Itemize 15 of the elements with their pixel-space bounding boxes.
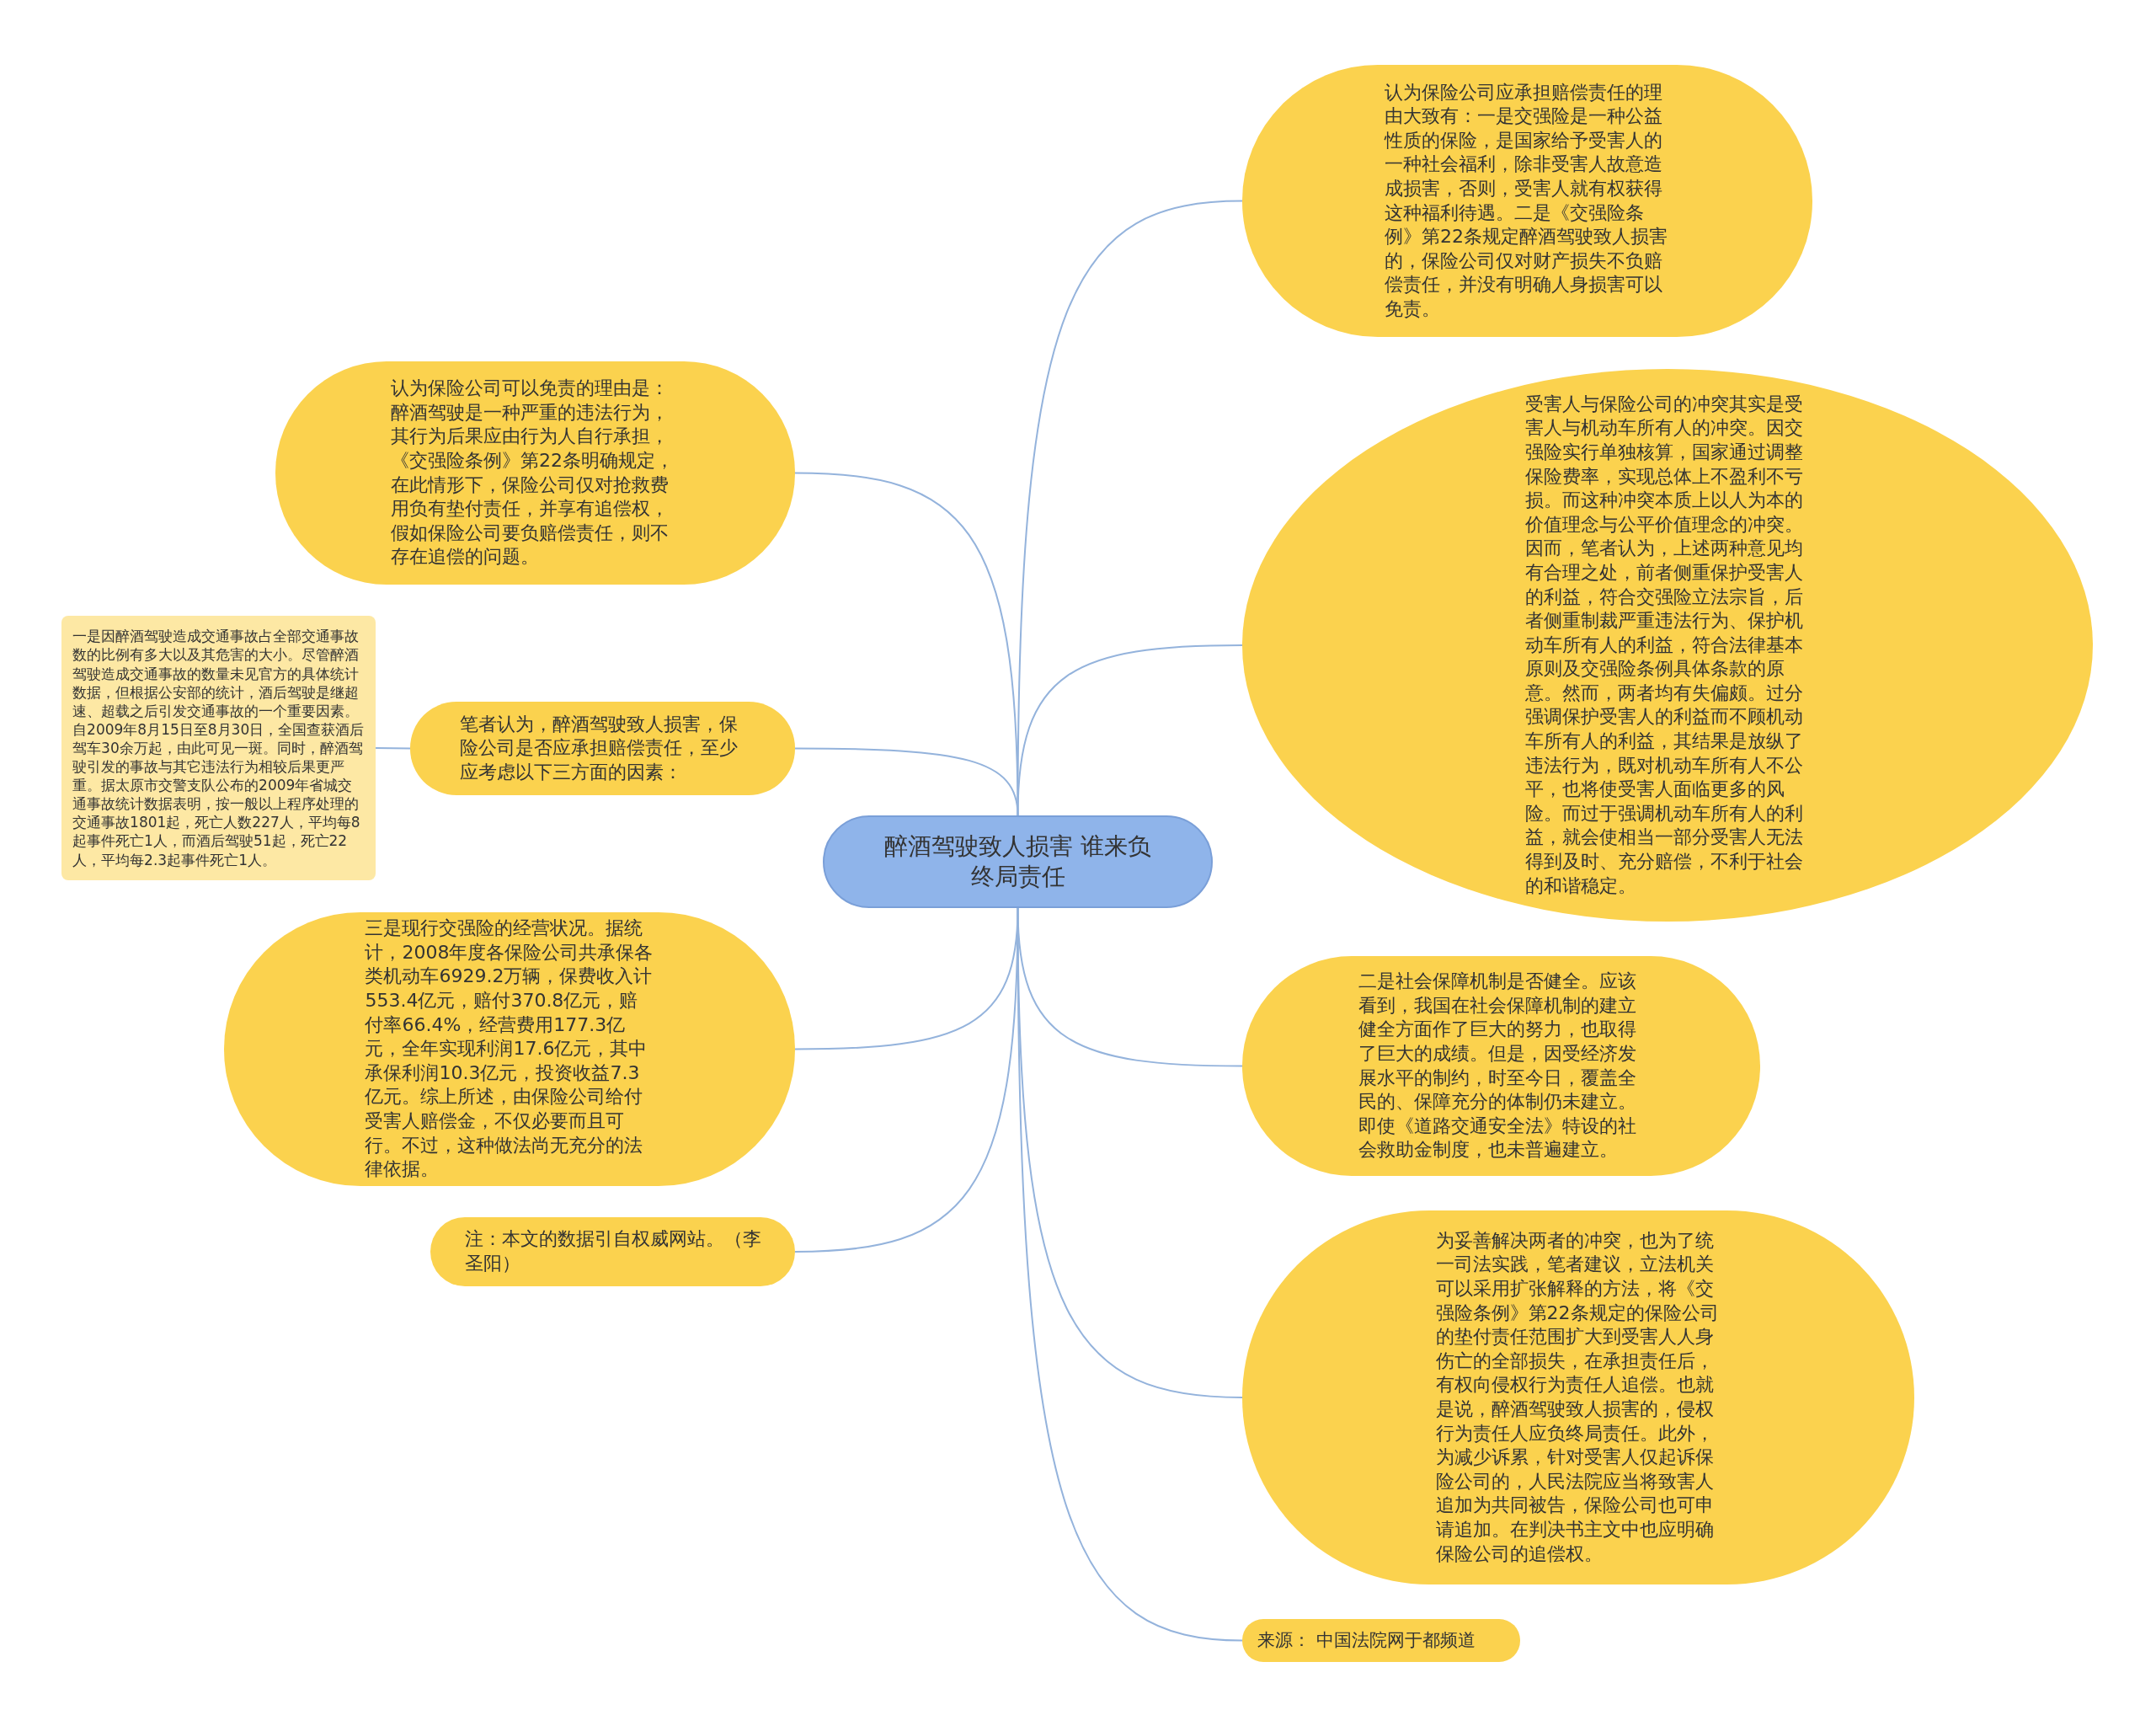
connector-line <box>794 747 1019 816</box>
bubble-text: 为妥善解决两者的冲突，也为了统一司法实践，笔者建议，立法机关可以采用扩张解释的方法，将《交强险条例》第22条规定的保险公司的垫付责任范围扩大到受害人人身伤亡的全部损失，在承担责任后，有权向侵权行为责任人追偿。也就是说，醉酒驾驶致人损害的，侵权行为责任人应负终局责任。此外，为减少诉累，针对受害人仅起诉保险公司的，人民法院应当将致害人追加为共同被告，保险公司也可申请追加。在判决书主文中也应明确保险公司的追偿权。 <box>1435 1228 1720 1566</box>
connector-line <box>375 747 411 750</box>
bubble-text: 三是现行交强险的经营状况。据统计，2008年度各保险公司共承保各类机动车6929.2万辆，保费收入计553.4亿元，赔付370.8亿元，赔付率66.4%，经营费用177.3亿元，全年实现利润17.6亿元，其中承保利润10.3亿元，投资收益7.3亿元。综上所述，由保险公司给付受害人赔偿金，不仅必要而且可行。不过，这种做法尚无充分的法律依据。 <box>365 916 654 1182</box>
bubble-text: 认为保险公司可以免责的理由是：醉酒驾驶是一种严重的违法行为，其行为后果应由行为人自行承担，《交强险条例》第22条明确规定，在此情形下，保险公司仅对抢救费用负有垫付责任，并享有追偿权，假如保险公司要负赔偿责任，则不存在追偿的问题。 <box>390 377 675 569</box>
note-text: 一是因醉酒驾驶造成交通事故占全部交通事故数的比例有多大以及其危害的大小。尽管醉酒驾驶造成交通事故的数量未见官方的具体统计数据，但根据公安部的统计，酒后驾驶是继超速、超载之后引发交通事故的一个重要因素。自2009年8月15日至8月30日，全国查获酒后驾车30余万起，由此可见一斑。同时，醉酒驾驶引发的事故与其它违法行为相较后果更严重。据太原市交警支队公布的2009年省城交通事故统计数据表明，按一般以上程序处理的交通事故1801起，死亡人数227人，平均每8起事件死亡1人，而酒后驾驶51起，死亡22人，平均每2.3起事件死亡1人。 <box>72 627 365 869</box>
topic-title: 醉酒驾驶致人损害 谁来负终局责任 <box>883 831 1152 892</box>
bubble-text: 认为保险公司应承担赔偿责任的理由大致有：一是交强险是一种公益性质的保险，是国家给予受害人的一种社会福利，除非受害人故意造成损害，否则，受害人就有权获得这种福利待遇。二是《交强险条例》第22条规定醉酒驾驶致人损害的，保险公司仅对财产损失不负赔偿责任，并没有明确人身损害可以免责。 <box>1385 80 1669 321</box>
text-bubble <box>1242 1619 1520 1662</box>
bubble-text: 受害人与保险公司的冲突其实是受害人与机动车所有人的冲突。因交强险实行单独核算，国家通过调整保险费率，实现总体上不盈利不亏损。而这种冲突本质上以人为本的价值理念与公平价值理念的冲突。因而，笔者认为，上述两种意见均有合理之处，前者侧重保护受害人的利益，符合交强险立法宗旨，后者侧重制裁严重违法行为、保护机动车所有人的利益，符合法律基本原则及交强险条例具体条款的原意。然而，两者均有失偏颇。过分强调保护受害人的利益而不顾机动车所有人的利益，其结果是放纵了违法行为，既对机动车所有人不公平，也将使受害人面临更多的风险。而过于强调机动车所有人的利益，就会使相当一部分受害人无法得到及时、充分赔偿，不利于社会的和谐稳定。 <box>1524 392 1804 898</box>
bubble-text: 笔者认为，醉酒驾驶致人损害，保险公司是否应承担赔偿责任，至少应考虑以下三方面的因素： <box>460 712 739 784</box>
connector-line <box>1017 644 1243 816</box>
bubble-text: 二是社会保障机制是否健全。应该看到，我国在社会保障机制的建立健全方面作了巨大的努力，也取得了巨大的成绩。但是，因受经济发展水平的制约，时至今日，覆盖全民的、保障充分的体制仍未建立。即使《道路交通安全法》特设的社会救助金制度，也未普遍建立。 <box>1358 970 1638 1162</box>
bubble-text: 注：本文的数据引自权威网站。（李圣阳） <box>464 1227 761 1275</box>
bubble-text: 来源： 中国法院网于都频道 <box>1257 1628 1476 1652</box>
